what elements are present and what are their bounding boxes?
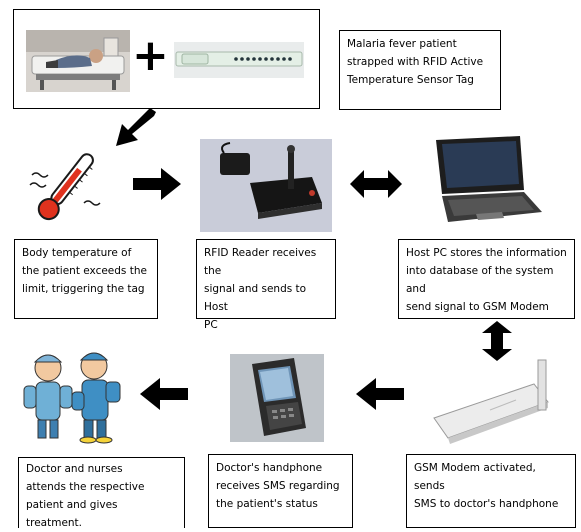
mobile-phone-icon (230, 354, 324, 442)
laptop-icon (426, 136, 544, 226)
right-arrow-icon (133, 168, 181, 200)
vertical-double-arrow-icon (482, 321, 512, 361)
left-arrow-icon (140, 378, 188, 410)
rfid-reader-icon (200, 139, 332, 232)
hospital-bed-patient-icon (26, 30, 130, 92)
rfid-tag-icon (174, 42, 304, 78)
gsm-modem-icon (430, 358, 560, 444)
patient-image-box: + (13, 9, 320, 109)
rfid-reader-caption: RFID Reader receives the signal and send… (196, 239, 336, 331)
body-temp-caption: Body temperature of the patient exceeds … (14, 239, 158, 319)
double-arrow-icon (350, 170, 402, 198)
doctor-phone-caption: Doctor's handphone receives SMS regardin… (208, 454, 353, 528)
thermometer-icon (26, 145, 106, 229)
doctor-nurses-caption: Doctor and nurses attends the respective… (18, 457, 185, 529)
left-arrow-icon (356, 378, 404, 410)
host-pc-caption: Host PC stores the information into data… (398, 239, 575, 319)
doctor-nurse-icon (18, 348, 126, 444)
diagonal-arrow-icon (112, 108, 158, 150)
gsm-modem-caption: GSM Modem activated, sends SMS to doctor… (406, 454, 576, 528)
plus-symbol: + (132, 30, 169, 81)
patient-caption: Malaria fever patient strapped with RFID… (339, 30, 501, 110)
